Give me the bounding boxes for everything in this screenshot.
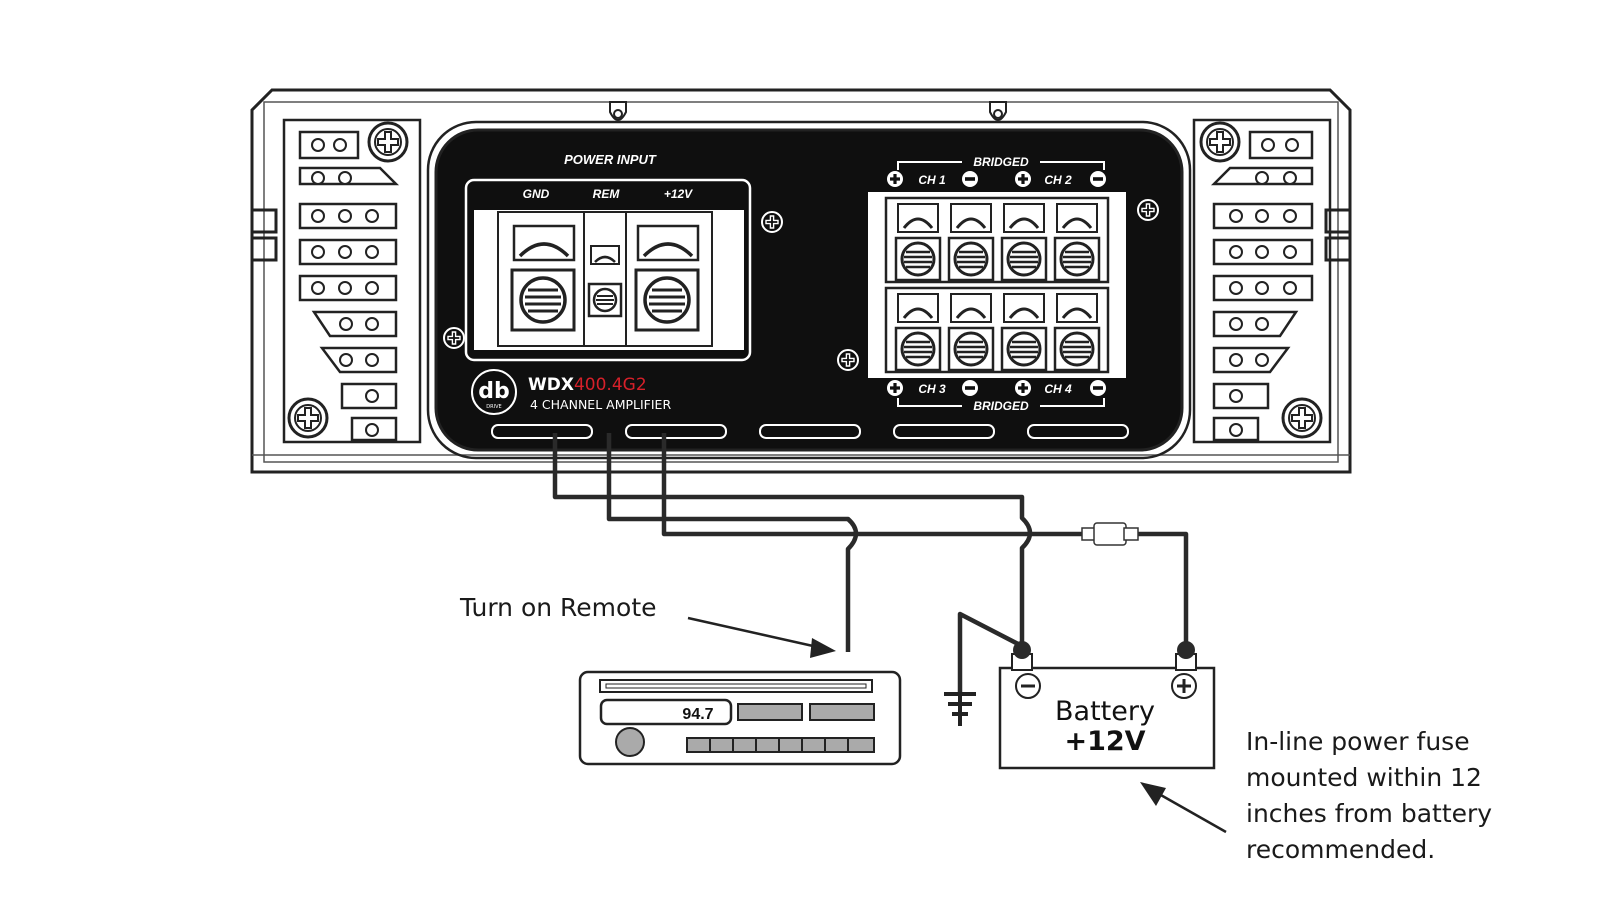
bridged-bottom-label: BRIDGED — [973, 399, 1029, 413]
volume-knob-icon — [615, 727, 645, 757]
rem-label: REM — [593, 187, 621, 201]
amplifier: POWER INPUT GND REM +12V — [250, 88, 1352, 474]
ch4-label: CH 4 — [1044, 382, 1072, 396]
fuse-icon — [1081, 522, 1139, 546]
right-heatsink-holes — [1229, 138, 1299, 437]
power-wire-battery — [1138, 531, 1189, 648]
gnd-label: GND — [523, 187, 550, 201]
battery-plus-icon — [1171, 673, 1197, 699]
panel-slots — [491, 424, 1129, 439]
minus-icon — [962, 380, 978, 396]
ground-wire — [957, 611, 1024, 694]
screw-icon — [287, 397, 329, 439]
plus-icon — [887, 171, 903, 187]
preset-buttons — [686, 737, 875, 753]
head-unit-display: 94.7 — [682, 706, 713, 723]
power-input-label: POWER INPUT — [564, 152, 657, 167]
fuse-annotation: In-line power fuse mounted within 12 inc… — [1246, 727, 1492, 864]
plus-icon — [1015, 380, 1031, 396]
model-description: 4 CHANNEL AMPLIFIER — [530, 397, 671, 412]
fuse-annotation-line4: recommended. — [1246, 835, 1435, 864]
plus-icon — [1015, 171, 1031, 187]
arrow-icon — [687, 616, 836, 658]
arrow-icon — [1140, 782, 1227, 834]
power-terminal-block — [474, 210, 744, 350]
rem-wire-hop — [845, 517, 859, 652]
wiring — [552, 433, 1189, 726]
plus-icon — [887, 380, 903, 396]
battery-label: Battery — [1055, 696, 1155, 727]
ch2-label: CH 2 — [1044, 173, 1072, 187]
left-heatsink — [282, 118, 422, 444]
left-heatsink-holes — [311, 138, 379, 437]
fuse-annotation-line2: mounted within 12 — [1246, 763, 1482, 792]
screw-icon — [1199, 121, 1241, 163]
head-unit: 94.7 — [578, 670, 902, 766]
battery-voltage: +12V — [1064, 726, 1145, 757]
brand-logo-sub: DRIVE — [486, 404, 501, 410]
ground-symbol-icon — [944, 692, 976, 726]
bridged-top-label: BRIDGED — [973, 155, 1029, 169]
screw-icon — [367, 121, 409, 163]
battery: Battery +12V — [998, 641, 1216, 770]
right-heatsink — [1192, 118, 1332, 444]
brand-logo-text: db — [478, 379, 510, 404]
fuse-annotation-line3: inches from battery — [1246, 799, 1492, 828]
minus-icon — [962, 171, 978, 187]
gnd-wire — [552, 433, 1033, 646]
power-wire — [661, 433, 1082, 537]
model-name: WDX400.4G2 — [528, 375, 647, 395]
v12-label: +12V — [664, 187, 693, 201]
screw-icon — [1281, 397, 1323, 439]
speaker-terminal-block — [868, 192, 1126, 378]
ch3-label: CH 3 — [918, 382, 946, 396]
model-prefix: WDX — [528, 375, 574, 395]
mount-tab-icon — [609, 101, 1007, 121]
ch1-label: CH 1 — [918, 173, 946, 187]
minus-icon — [1090, 380, 1106, 396]
fuse-annotation-line1: In-line power fuse — [1246, 727, 1470, 756]
battery-minus-icon — [1015, 673, 1041, 699]
remote-annotation: Turn on Remote — [459, 593, 657, 622]
brand-logo: db DRIVE — [471, 369, 517, 415]
model-suffix: 400.4G2 — [574, 375, 647, 395]
minus-icon — [1090, 171, 1106, 187]
